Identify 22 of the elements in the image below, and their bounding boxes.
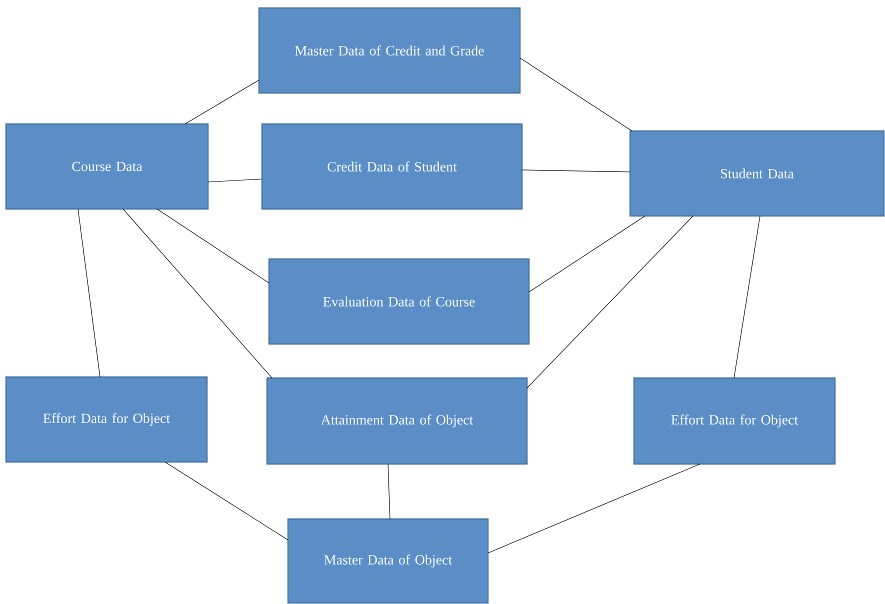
- data-box: Effort Data for Object: [633, 377, 836, 465]
- connector-line: [520, 58, 632, 132]
- connector-line: [78, 208, 100, 378]
- connector-line: [122, 208, 272, 378]
- connector-line: [164, 462, 288, 540]
- connector-line: [208, 178, 262, 182]
- connector-line: [528, 216, 646, 292]
- connector-line: [388, 464, 390, 520]
- data-box: Student Data: [629, 130, 885, 217]
- data-box: Effort Data for Object: [5, 376, 208, 463]
- data-box: Credit Data of Student: [261, 123, 523, 210]
- connector-line: [526, 216, 694, 388]
- connector-line: [156, 208, 270, 284]
- data-box: Master Data of Credit and Grade: [258, 7, 521, 94]
- connector-line: [488, 464, 700, 554]
- data-box: Evaluation Data of Course: [268, 258, 530, 345]
- connector-line: [734, 216, 760, 378]
- data-box: Master Data of Object: [287, 518, 489, 604]
- data-box: Course Data: [5, 123, 209, 210]
- data-box: Attainment Data of Object: [266, 377, 528, 465]
- connector-line: [522, 170, 630, 172]
- connector-line: [184, 80, 260, 124]
